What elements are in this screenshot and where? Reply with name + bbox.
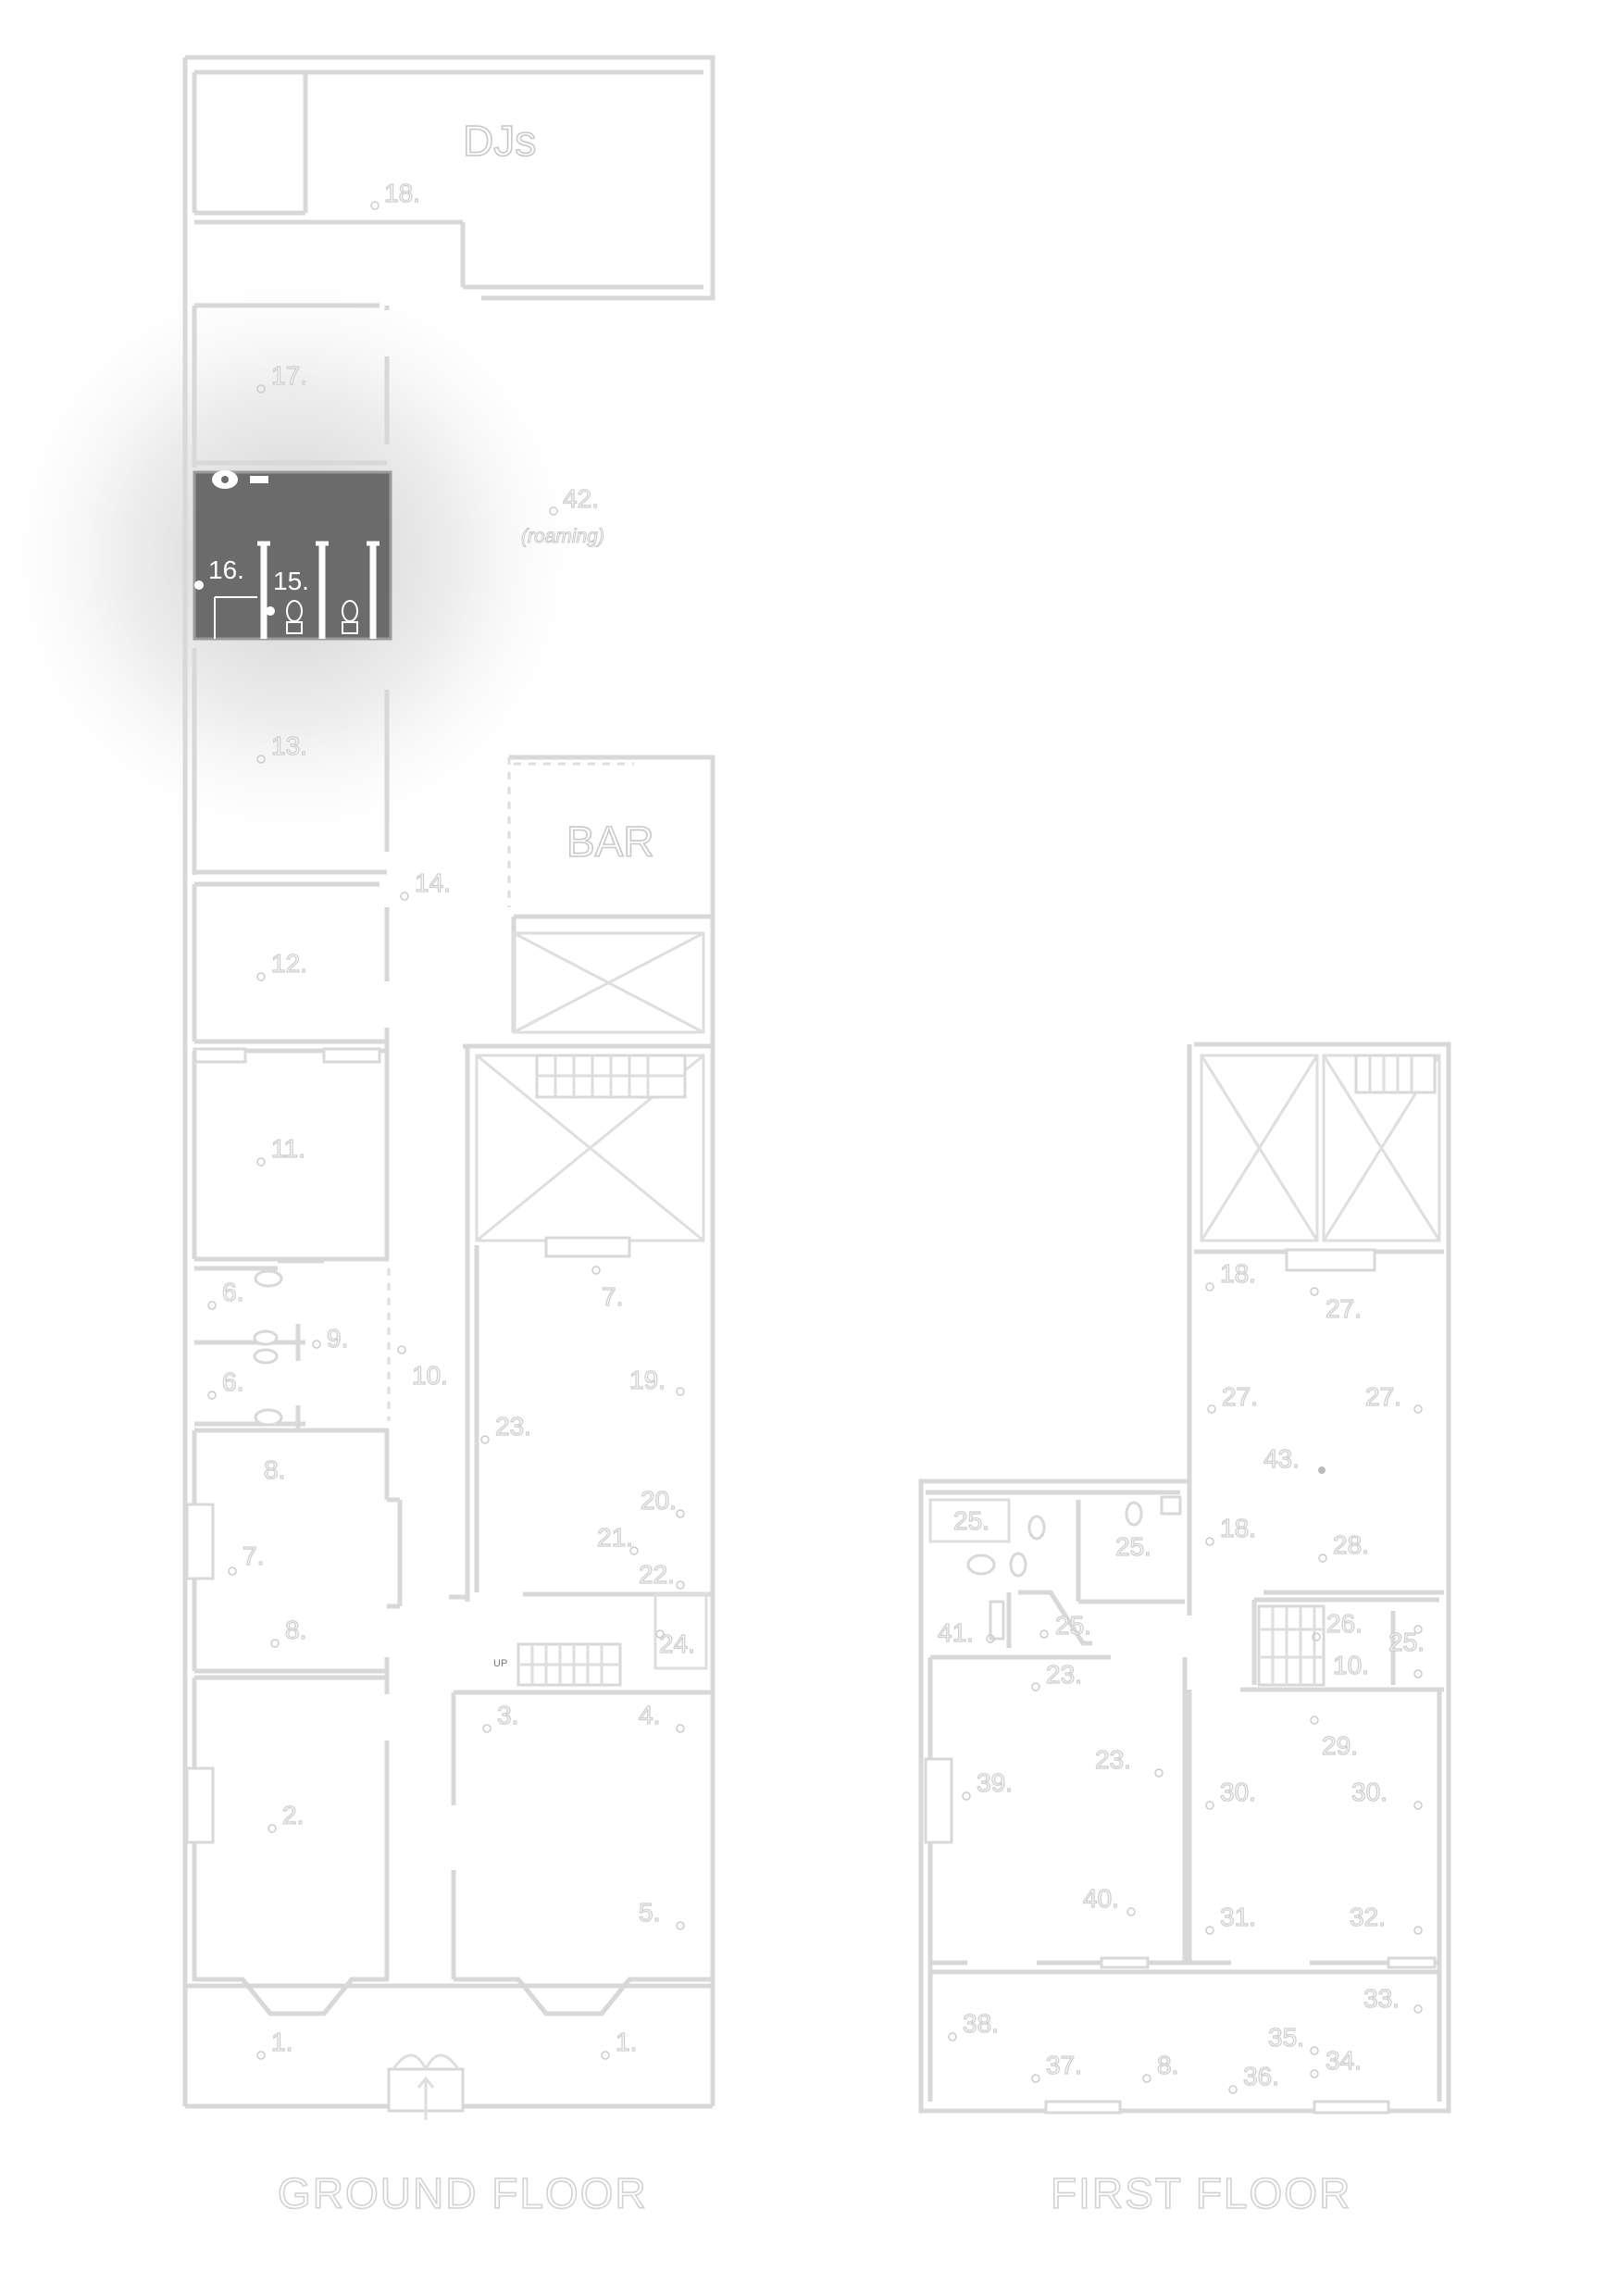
room-19-23[interactable] — [449, 1231, 713, 1600]
label-ff-43[interactable]: 43. — [1263, 1443, 1300, 1473]
label-djs[interactable]: DJs — [462, 116, 537, 166]
label-ff-31[interactable]: 31. — [1219, 1902, 1256, 1931]
label-room-42[interactable]: 42. — [562, 483, 599, 513]
first-floor-labels: 18. 27. 27. 27. 43. 25. 25. 18. 28. 41. … — [937, 1258, 1425, 2217]
label-ff-34[interactable]: 34. — [1325, 2045, 1362, 2075]
label-roaming: (roaming) — [521, 526, 604, 547]
label-bar[interactable]: BAR — [566, 817, 654, 867]
entrance-area[interactable] — [185, 1983, 713, 2120]
label-room-5[interactable]: 5. — [638, 1897, 661, 1927]
label-ff-18b[interactable]: 18. — [1219, 1513, 1256, 1542]
label-room-7b[interactable]: 7. — [601, 1281, 624, 1311]
label-room-10[interactable]: 10. — [411, 1360, 448, 1390]
label-ff-25d[interactable]: 25. — [1388, 1627, 1425, 1656]
room-43[interactable] — [1187, 1065, 1444, 1616]
label-room-17[interactable]: 17. — [270, 360, 307, 390]
first-floor-plan — [918, 1042, 1451, 2115]
label-ff-33[interactable]: 33. — [1363, 1983, 1400, 2013]
label-ff-35[interactable]: 35. — [1267, 2022, 1304, 2052]
label-ff-41[interactable]: 41. — [937, 1617, 974, 1647]
restroom-6-9[interactable] — [194, 1258, 391, 1430]
label-room-3[interactable]: 3. — [496, 1700, 519, 1729]
upper-voids — [1200, 1054, 1441, 1242]
label-ff-30a[interactable]: 30. — [1219, 1777, 1256, 1806]
ground-floor-labels: DJs 18. 17. 42. (roaming) 16. 15. 13. 14… — [208, 116, 696, 2218]
label-ff-28[interactable]: 28. — [1332, 1529, 1369, 1559]
label-room-14[interactable]: 14. — [414, 867, 451, 897]
label-ff-32[interactable]: 32. — [1349, 1902, 1386, 1931]
room-23-39-40[interactable] — [924, 1657, 1231, 2102]
label-ff-8[interactable]: 8. — [1156, 2050, 1179, 2079]
label-room-6b[interactable]: 6. — [221, 1366, 244, 1396]
label-room-8a[interactable]: 8. — [263, 1454, 286, 1484]
label-room-11[interactable]: 11. — [270, 1133, 305, 1163]
label-ff-25b[interactable]: 25. — [1114, 1531, 1151, 1561]
label-ff-29[interactable]: 29. — [1321, 1730, 1358, 1760]
label-room-4[interactable]: 4. — [638, 1700, 661, 1729]
label-ff-39[interactable]: 39. — [976, 1767, 1013, 1797]
label-room-7a[interactable]: 7. — [242, 1541, 265, 1570]
label-room-19[interactable]: 19. — [629, 1365, 666, 1394]
room-24-stair[interactable] — [517, 1592, 708, 1687]
label-room-12[interactable]: 12. — [270, 948, 307, 978]
label-room-9[interactable]: 9. — [326, 1323, 349, 1353]
label-ff-18a[interactable]: 18. — [1219, 1258, 1256, 1288]
label-ff-23a[interactable]: 23. — [1045, 1659, 1082, 1689]
room-29-32[interactable] — [1187, 1690, 1442, 2102]
room-12[interactable] — [192, 881, 390, 1044]
room-7-8[interactable] — [185, 1428, 403, 1694]
label-room-21[interactable]: 21. — [596, 1522, 633, 1552]
central-void — [463, 1043, 713, 1602]
label-room-18[interactable]: 18. — [383, 178, 420, 207]
label-ff-23b[interactable]: 23. — [1094, 1744, 1131, 1774]
label-ff-27b[interactable]: 27. — [1221, 1381, 1258, 1411]
label-ff-30b[interactable]: 30. — [1350, 1777, 1388, 1806]
bar-area[interactable] — [511, 762, 713, 1034]
label-ff-27a[interactable]: 27. — [1325, 1293, 1362, 1323]
label-room-23[interactable]: 23. — [494, 1411, 531, 1441]
label-room-1a[interactable]: 1. — [270, 2027, 293, 2056]
label-ff-37[interactable]: 37. — [1045, 2050, 1082, 2079]
label-ff-36[interactable]: 36. — [1242, 2061, 1279, 2090]
room-2[interactable] — [185, 1675, 390, 2016]
label-room-6a[interactable]: 6. — [221, 1277, 244, 1306]
label-room-16[interactable]: 16. — [208, 555, 244, 584]
label-ff-25a[interactable]: 25. — [952, 1505, 989, 1535]
label-room-1b[interactable]: 1. — [615, 2027, 638, 2056]
label-room-13[interactable]: 13. — [270, 730, 307, 760]
label-room-8b[interactable]: 8. — [284, 1615, 307, 1644]
label-room-22[interactable]: 22. — [638, 1559, 675, 1589]
label-room-24[interactable]: 24. — [658, 1628, 695, 1658]
label-up: UP — [493, 1658, 507, 1669]
first-floor-title: FIRST FLOOR — [1051, 2169, 1351, 2217]
marker-dots — [207, 201, 1423, 2094]
label-ff-25c[interactable]: 25. — [1054, 1610, 1091, 1640]
label-ff-40[interactable]: 40. — [1082, 1883, 1119, 1913]
label-room-20[interactable]: 20. — [640, 1485, 677, 1515]
label-room-2[interactable]: 2. — [281, 1800, 305, 1829]
room-17[interactable] — [192, 303, 390, 468]
label-ff-27c[interactable]: 27. — [1364, 1381, 1401, 1411]
ground-floor-plan — [182, 55, 716, 2120]
label-ff-26[interactable]: 26. — [1326, 1608, 1363, 1638]
restroom-15-16[interactable] — [193, 470, 392, 641]
stair-26[interactable] — [1240, 1597, 1444, 1692]
front-gallery[interactable] — [930, 1969, 1439, 2115]
label-room-15[interactable]: 15. — [273, 567, 309, 595]
label-ff-10[interactable]: 10. — [1332, 1650, 1369, 1679]
dj-room[interactable] — [192, 69, 703, 290]
label-ff-38[interactable]: 38. — [962, 2008, 999, 2038]
room-13[interactable] — [192, 648, 390, 875]
ground-floor-title: GROUND FLOOR — [278, 2169, 648, 2217]
room-3-4-5[interactable] — [451, 1690, 713, 2016]
restroom-25[interactable] — [926, 1490, 1185, 1660]
